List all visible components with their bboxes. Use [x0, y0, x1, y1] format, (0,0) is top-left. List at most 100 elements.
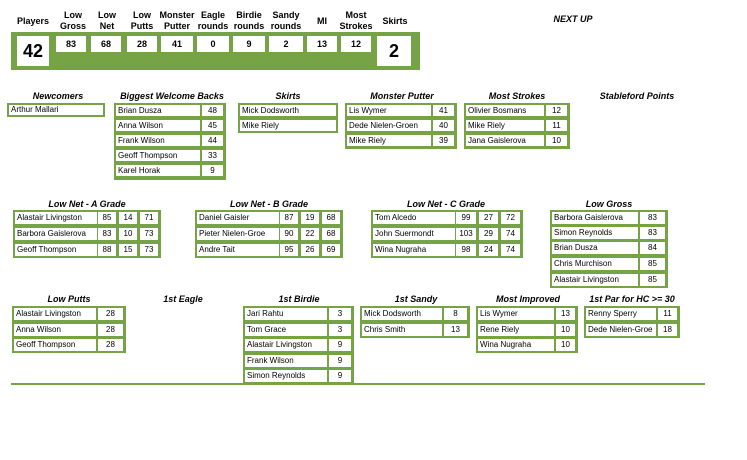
table-cell-name: Jana Gaislerova [466, 135, 544, 146]
table-cell-name: Dede Nielen-Groe [586, 324, 656, 336]
table-cell-name: Anna Wilson [116, 120, 200, 131]
low-putts-table: Alastair Livingston 28 Anna Wilson 28 Ge… [12, 306, 126, 353]
low-net-c-table: Tom Alcedo 99 27 72 John Suermondt 103 2… [371, 210, 523, 258]
stat-most-strokes: 12 [341, 36, 371, 52]
table-cell-value: 13 [556, 308, 575, 320]
table-cell-gross: 95 [280, 244, 298, 256]
table-cell-name: Chris Murchison [552, 258, 638, 270]
header-eagle-rounds: Eagle rounds [197, 10, 229, 31]
most-strokes-table: Olivier Bosmans 12 Mike Riely 11 Jana Ga… [464, 103, 570, 149]
table-cell-hc: 27 [479, 212, 498, 224]
table-cell-value: 83 [640, 227, 665, 239]
table-cell-name: Mike Riely [347, 135, 431, 146]
table-cell-value: 12 [546, 105, 567, 116]
table-cell-gross: 103 [456, 228, 476, 240]
header-sandy-rounds: Sandy rounds [270, 10, 302, 31]
header-players: Players [16, 16, 50, 26]
table-cell-value: 3 [329, 308, 351, 320]
table-cell-gross: 98 [456, 244, 476, 256]
low-net-a-table: Alastair Livingston 85 14 71 Barbora Gai… [13, 210, 161, 258]
table-cell-net: 73 [140, 244, 158, 256]
stat-low-net: 68 [91, 36, 121, 52]
welcome-backs-title: Biggest Welcome Backs [120, 91, 224, 101]
table-cell-value: 9 [329, 339, 351, 351]
header-monster-putter: Monster Putter [159, 10, 195, 31]
skirts-title: Skirts [275, 91, 301, 101]
first-birdie-title: 1st Birdie [278, 294, 320, 304]
table-cell-value: 44 [202, 135, 223, 146]
table-cell-net: 72 [501, 212, 520, 224]
low-net-b-title: Low Net - B Grade [229, 199, 308, 209]
table-cell-name: Tom Grace [245, 324, 327, 336]
monster-putter-table: Lis Wymer 41 Dede Nielen-Groen 40 Mike R… [345, 103, 457, 149]
table-cell-value: 11 [658, 308, 677, 320]
table-cell-name: Alastair Livingston [552, 274, 638, 286]
table-cell-name: Simon Reynolds [552, 227, 638, 239]
first-sandy-title: 1st Sandy [394, 294, 438, 304]
table-cell-name: Renny Sperry [586, 308, 656, 320]
header-low-gross: Low Gross [59, 10, 86, 31]
table-cell-value: 48 [202, 105, 223, 116]
header-most-strokes: Most Strokes [339, 10, 373, 31]
table-cell-name: Frank Wilson [116, 135, 200, 146]
table-cell-hc: 10 [119, 228, 137, 240]
table-cell-name: Karel Horak [116, 165, 200, 176]
table-cell-value: 8 [444, 308, 467, 320]
table-cell-name: Chris Smith [362, 324, 442, 336]
stat-birdie-rounds: 9 [233, 36, 265, 52]
low-putts-title: Low Putts [47, 294, 91, 304]
header-low-net: Low Net [98, 10, 116, 31]
stat-skirts: 2 [377, 36, 411, 66]
stat-low-gross: 83 [56, 36, 86, 52]
table-cell-hc: 19 [301, 212, 319, 224]
table-cell-name: Jari Rahtu [245, 308, 327, 320]
table-cell-net: 71 [140, 212, 158, 224]
table-cell-hc: 26 [301, 244, 319, 256]
table-cell-hc: 14 [119, 212, 137, 224]
low-net-b-table: Daniel Gaisler 87 19 68 Pieter Nielen-Gr… [195, 210, 343, 258]
first-birdie-table: Jari Rahtu 3 Tom Grace 3 Alastair Living… [243, 306, 354, 384]
low-gross-table: Barbora Gaislerova 83 Simon Reynolds 83 … [550, 210, 668, 288]
header-mi: MI [317, 16, 327, 26]
table-cell-name: Geoff Thompson [15, 244, 97, 256]
table-cell-value: 3 [329, 324, 351, 336]
table-cell-gross: 87 [280, 212, 298, 224]
header-skirts: Skirts [382, 16, 408, 26]
stat-players: 42 [17, 36, 49, 66]
table-cell-gross: 85 [98, 212, 116, 224]
table-cell-name: Mike Riely [466, 120, 544, 131]
stat-eagle-rounds: 0 [197, 36, 229, 52]
table-cell-value: 45 [202, 120, 223, 131]
table-cell-net: 69 [322, 244, 340, 256]
table-cell-hc: 29 [479, 228, 498, 240]
table-cell-name: Olivier Bosmans [466, 105, 544, 116]
most-strokes-title: Most Strokes [488, 91, 546, 101]
table-cell-value: 9 [329, 355, 351, 367]
table-cell-value: 85 [640, 274, 665, 286]
table-cell-value: 83 [640, 212, 665, 224]
first-eagle-title: 1st Eagle [163, 294, 203, 304]
table-cell-value: 11 [546, 120, 567, 131]
stat-mi: 13 [307, 36, 337, 52]
footer-divider [11, 383, 705, 385]
table-cell-name: Tom Alcedo [373, 212, 455, 224]
table-cell-name: Simon Reynolds [245, 370, 327, 382]
table-cell-net: 74 [501, 228, 520, 240]
low-net-c-title: Low Net - C Grade [406, 199, 485, 209]
table-cell-value: 9 [202, 165, 223, 176]
table-cell-gross: 90 [280, 228, 298, 240]
newcomers-table: Arthur Mallari [7, 103, 105, 117]
stat-sandy-rounds: 2 [269, 36, 303, 52]
table-cell-name: Andre Tait [197, 244, 279, 256]
table-cell-value: 40 [433, 120, 454, 131]
table-cell-value: 33 [202, 150, 223, 161]
table-cell-value: 13 [444, 324, 467, 336]
table-cell-name: Wina Nugraha [373, 244, 455, 256]
table-cell-name: Geoff Thompson [14, 339, 96, 351]
list-item: Mike Riely [240, 120, 336, 131]
table-cell-name: Pieter Nielen-Groe [197, 228, 279, 240]
list-item: Mick Dodsworth [240, 105, 336, 116]
table-cell-value: 18 [658, 324, 677, 336]
table-cell-net: 68 [322, 212, 340, 224]
newcomers-title: Newcomers [32, 91, 84, 101]
